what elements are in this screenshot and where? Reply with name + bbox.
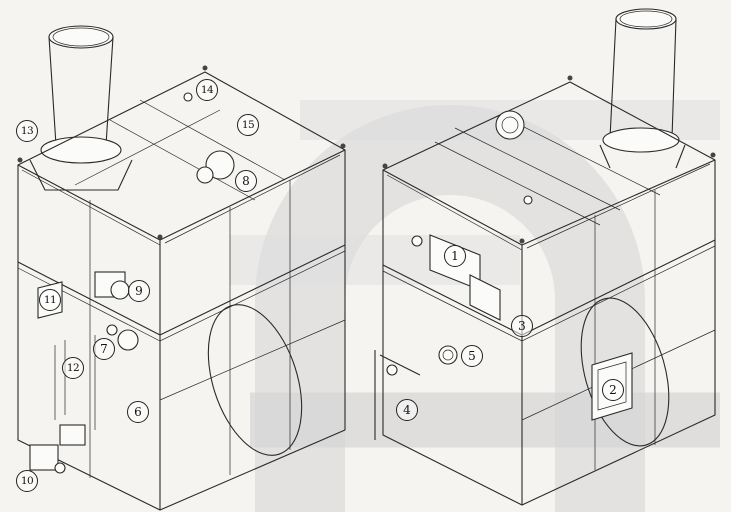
callout-1: 1 (444, 245, 466, 267)
callout-8: 8 (235, 170, 257, 192)
callout-6: 6 (127, 401, 149, 423)
callout-12: 12 (62, 357, 84, 379)
callout-10: 10 (16, 470, 38, 492)
callout-9: 9 (128, 280, 150, 302)
callout-15: 15 (237, 114, 259, 136)
callout-2: 2 (602, 379, 624, 401)
callout-14: 14 (196, 79, 218, 101)
callout-7: 7 (93, 338, 115, 360)
callout-13: 13 (16, 120, 38, 142)
callout-11: 11 (39, 289, 61, 311)
left-unit-view (17, 25, 346, 511)
callout-3: 3 (511, 315, 533, 337)
right-unit-view (374, 8, 716, 506)
callout-5: 5 (461, 345, 483, 367)
callout-4: 4 (396, 399, 418, 421)
